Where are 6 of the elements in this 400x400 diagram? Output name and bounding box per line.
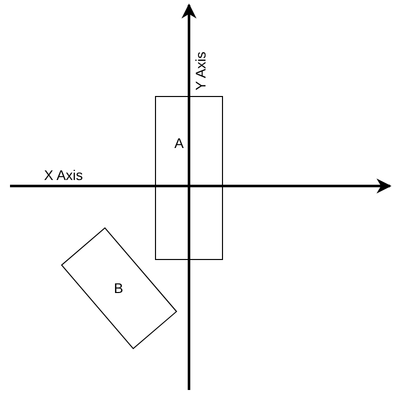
shape-label: B [114,280,123,296]
rectangle [155,96,223,260]
rectangle [60,228,176,349]
shape-label: A [174,135,184,151]
axis-label: Y Axis [193,52,208,90]
axis-label: X Axis [44,168,83,182]
